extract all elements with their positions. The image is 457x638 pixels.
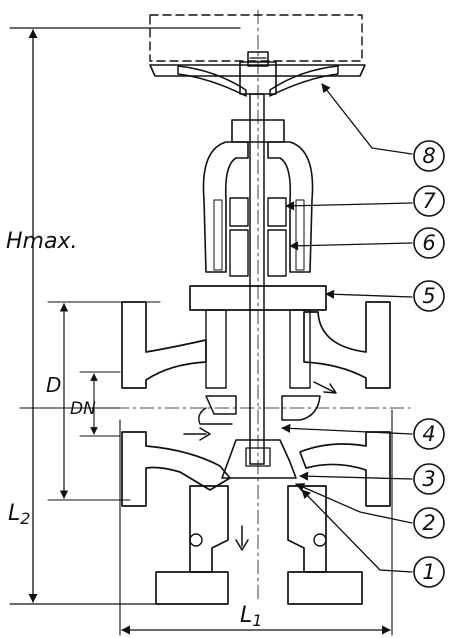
label-hmax: Hmax. <box>6 229 77 254</box>
label-l2: L2 <box>8 501 30 528</box>
valve-body <box>121 301 391 507</box>
dimension-hmax <box>9 27 241 605</box>
callout-4: 4 <box>413 418 445 450</box>
callout-8-number: 8 <box>422 144 435 168</box>
leader-lines <box>281 83 413 573</box>
label-l1: L1 <box>240 603 262 630</box>
dimension-dn <box>79 371 121 437</box>
callout-7: 7 <box>413 185 445 217</box>
callout-2: 2 <box>413 507 445 539</box>
label-dn: DN <box>70 399 96 419</box>
callout-6: 6 <box>413 227 445 259</box>
callout-4-number: 4 <box>422 422 435 446</box>
callout-1-number: 1 <box>422 560 435 584</box>
dimension-l1 <box>119 409 393 636</box>
callout-2-number: 2 <box>422 511 435 535</box>
callout-3-number: 3 <box>422 467 435 491</box>
handwheel <box>149 14 366 97</box>
callout-7-number: 7 <box>422 189 436 213</box>
gland <box>229 197 287 277</box>
valve-stem <box>249 93 265 465</box>
valve-disc <box>221 439 297 479</box>
bottom-outlet <box>155 485 363 605</box>
callout-3: 3 <box>413 463 445 495</box>
flow-arrows <box>183 381 337 551</box>
callout-6-number: 6 <box>422 231 435 255</box>
callout-1: 1 <box>413 556 445 588</box>
callout-5-number: 5 <box>422 284 435 308</box>
callout-8: 8 <box>413 140 445 172</box>
label-d: D <box>46 373 61 397</box>
callout-5: 5 <box>413 280 445 312</box>
